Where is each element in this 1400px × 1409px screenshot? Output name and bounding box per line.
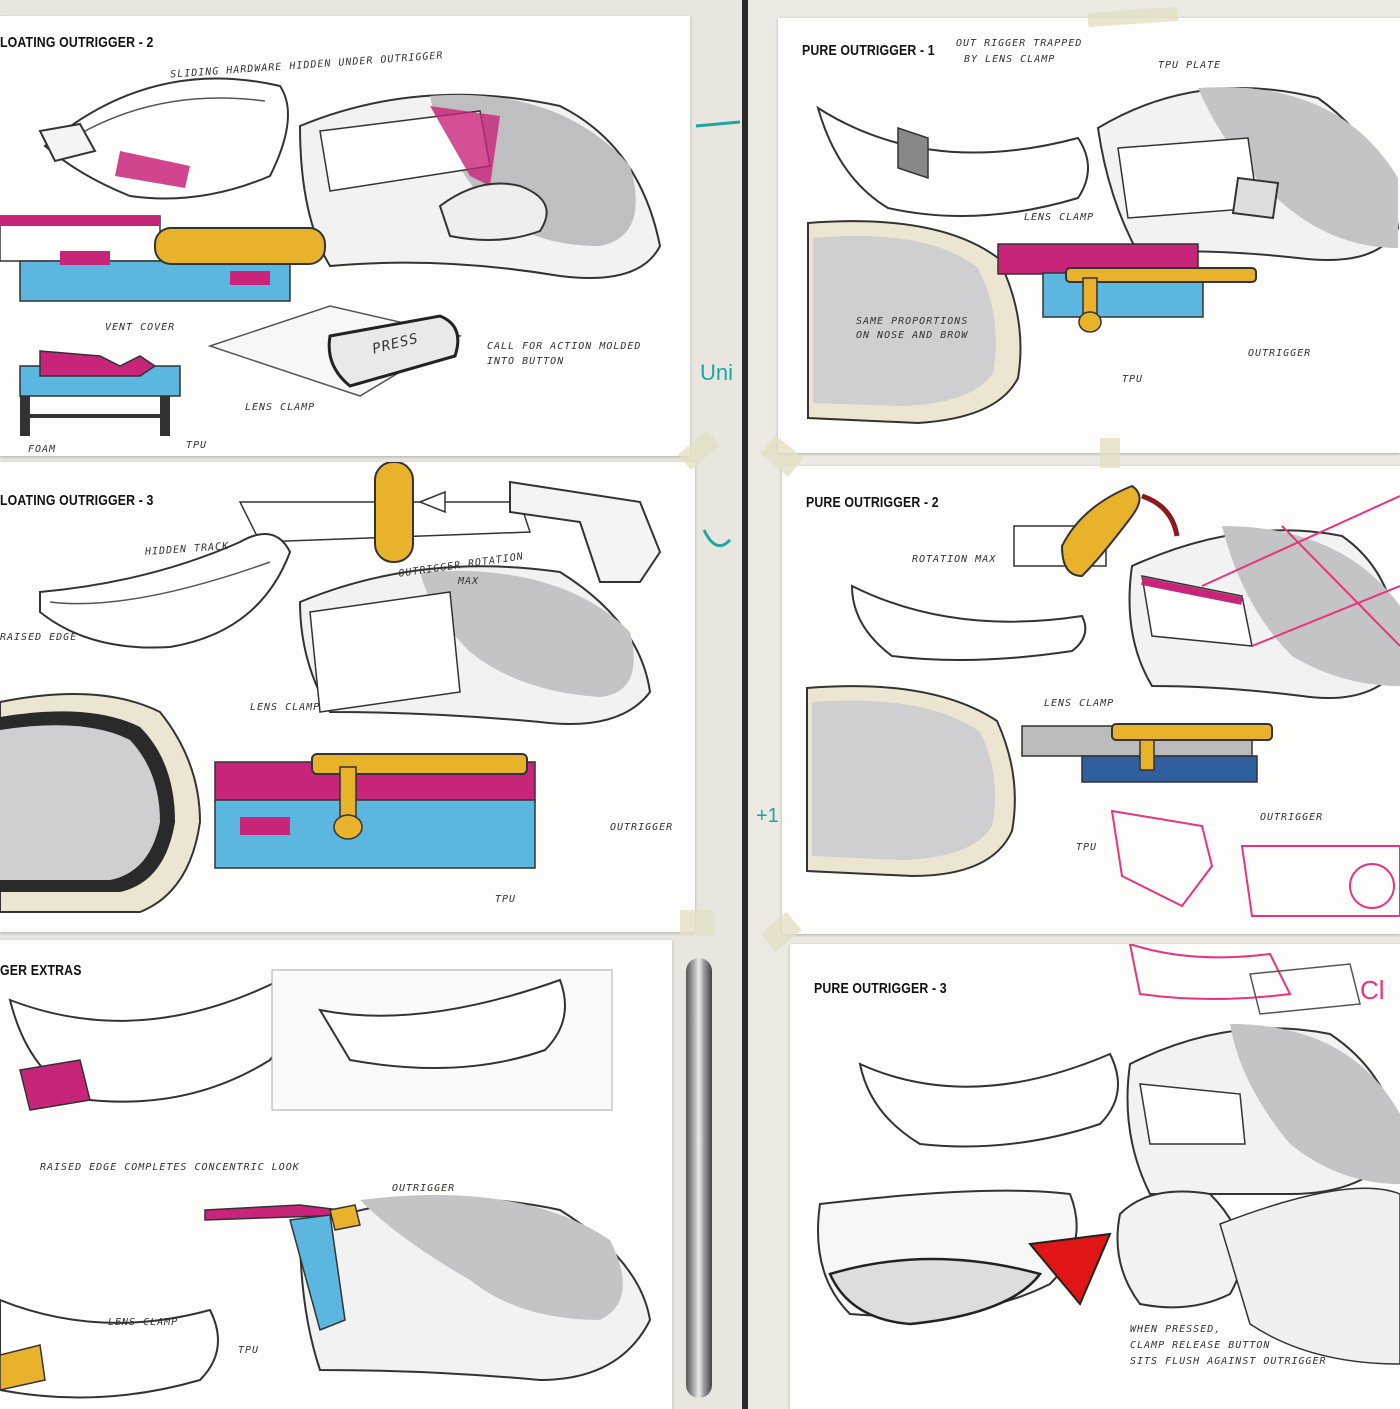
- sheet-floating-outrigger-3: LOATING OUTRIGGER - 3 HIDDEN TRACK OUTRI…: [0, 462, 695, 932]
- note-lens-clamp: LENS CLAMP: [250, 702, 321, 713]
- note-outrigger-trapped-2: BY LENS CLAMP: [964, 54, 1056, 65]
- board-divider: [742, 0, 748, 1409]
- note-tpu: TPU: [1076, 842, 1098, 853]
- note-rotation-max: ROTATION MAX: [912, 554, 997, 565]
- pure-2-sketches: [806, 484, 1400, 917]
- note-outrigger: OUTRIGGER: [1248, 348, 1312, 359]
- note-outrigger: OUTRIGGER: [392, 1183, 456, 1194]
- note-outrigger-rotation-max: MAX: [458, 576, 480, 587]
- note-foam: FOAM: [28, 444, 57, 455]
- note-lens-clamp: LENS CLAMP: [108, 1317, 179, 1328]
- floating-2-sketches: [0, 77, 662, 436]
- note-raised-edge: RAISED EDGE: [0, 632, 78, 643]
- sheet-outrigger-extras: GER EXTRAS RAISED EDGE COMPLETES CONCENT…: [0, 940, 672, 1409]
- note-outrigger: OUTRIGGER: [1260, 812, 1324, 823]
- note-when-pressed: WHEN PRESSED,: [1130, 1324, 1222, 1335]
- note-tpu-plate: TPU PLATE: [1158, 60, 1222, 71]
- note-same-proportions-2: ON NOSE AND BROW: [856, 330, 969, 341]
- sheet-title: PURE OUTRIGGER - 1: [802, 42, 935, 59]
- sheet-title: GER EXTRAS: [0, 962, 82, 979]
- masking-tape: [680, 910, 714, 936]
- note-lens-clamp: LENS CLAMP: [245, 402, 316, 413]
- masking-tape: [1100, 438, 1120, 468]
- note-same-proportions: SAME PROPORTIONS: [856, 316, 969, 327]
- sheet-title: LOATING OUTRIGGER - 2: [0, 34, 154, 51]
- note-call-for-action: CALL FOR ACTION MOLDED: [487, 341, 642, 352]
- sheet-pure-outrigger-2: PURE OUTRIGGER - 2 ROTATION MAX LENS CLA…: [782, 466, 1400, 934]
- note-lens-clamp: LENS CLAMP: [1024, 212, 1095, 223]
- note-tpu: TPU: [186, 440, 208, 451]
- sheet-floating-outrigger-2: LOATING OUTRIGGER - 2 SLIDING HARDWARE H…: [0, 16, 690, 456]
- note-when-pressed-3: SITS FLUSH AGAINST OUTRIGGER: [1130, 1356, 1327, 1367]
- sheet-title: LOATING OUTRIGGER - 3: [0, 492, 154, 509]
- pure-1-sketches: [807, 87, 1400, 425]
- sheet-title: PURE OUTRIGGER - 3: [814, 980, 947, 997]
- note-raised-edge: RAISED EDGE COMPLETES CONCENTRIC LOOK: [40, 1162, 300, 1173]
- note-tpu: TPU: [1122, 374, 1144, 385]
- sheet-pure-outrigger-1: PURE OUTRIGGER - 1 OUT RIGGER TRAPPED BY…: [778, 18, 1400, 453]
- note-tpu: TPU: [495, 894, 517, 905]
- cabinet-handle: [686, 958, 712, 1398]
- note-outrigger-trapped: OUT RIGGER TRAPPED: [956, 38, 1083, 49]
- floating-3-sketches: [0, 462, 662, 913]
- extras-sketches: [0, 969, 652, 1399]
- note-call-for-action-2: INTO BUTTON: [487, 356, 565, 367]
- note-vent-cover: VENT COVER: [105, 322, 176, 333]
- note-tpu: TPU: [238, 1345, 260, 1356]
- note-outrigger: OUTRIGGER: [610, 822, 674, 833]
- sheet-title: PURE OUTRIGGER - 2: [806, 494, 939, 511]
- board-marker-scribble: Uni: [700, 360, 734, 385]
- svg-text:Cl: Cl: [1360, 975, 1385, 1005]
- board-marker-lines: [695, 120, 741, 548]
- note-lens-clamp: LENS CLAMP: [1044, 698, 1115, 709]
- sheet-pure-outrigger-3: Cl PURE OUTRIGGER - 3 WHEN PRESSED, CLAM…: [790, 944, 1400, 1409]
- pure-3-sketches: Cl: [817, 944, 1400, 1365]
- board-marker-scribble-2: +1: [756, 805, 779, 827]
- note-when-pressed-2: CLAMP RELEASE BUTTON: [1130, 1340, 1271, 1351]
